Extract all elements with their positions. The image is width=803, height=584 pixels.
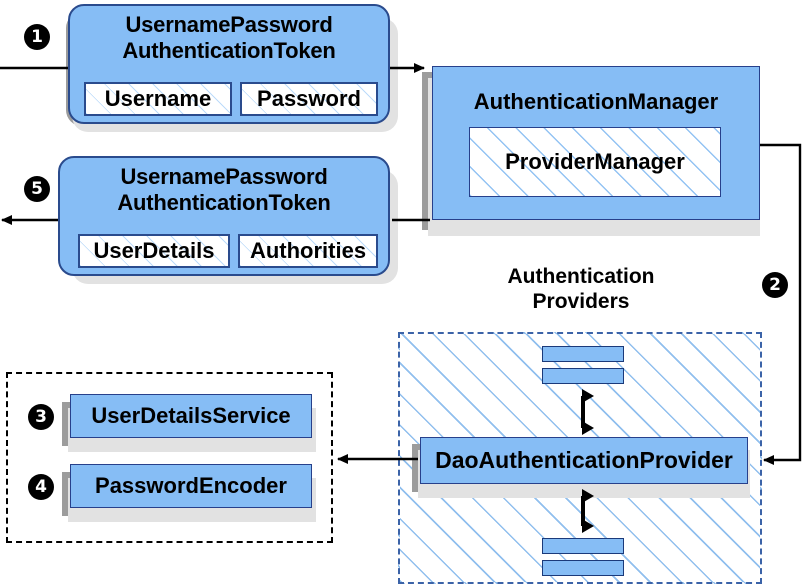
dao-authentication-provider-box[interactable]: DaoAuthenticationProvider — [420, 437, 748, 484]
response-token-title-line1: UsernamePassword — [120, 164, 328, 189]
request-token-card[interactable]: UsernamePassword AuthenticationToken Use… — [68, 4, 390, 124]
authentication-providers-label-line1: Authentication — [507, 265, 655, 288]
provider-stub-bottom-2[interactable] — [542, 560, 624, 576]
response-token-title-line2: AuthenticationToken — [117, 190, 331, 215]
step-bullet-5: 5 — [24, 176, 50, 202]
request-token-title: UsernamePassword AuthenticationToken — [70, 12, 388, 64]
authentication-providers-label-line2: Providers — [532, 290, 630, 313]
response-token-authorities-slot[interactable]: Authorities — [238, 234, 378, 268]
step-bullet-4: 4 — [28, 474, 54, 500]
provider-stub-top-1[interactable] — [542, 346, 624, 362]
user-details-service-box[interactable]: UserDetailsService — [70, 394, 312, 438]
provider-stub-top-2[interactable] — [542, 368, 624, 384]
password-encoder-box[interactable]: PasswordEncoder — [70, 464, 312, 508]
request-token-password-slot[interactable]: Password — [240, 82, 378, 116]
authentication-manager-title: AuthenticationManager — [473, 89, 719, 114]
step-bullet-2: 2 — [762, 272, 788, 298]
step-bullet-1: 1 — [24, 24, 50, 50]
provider-stub-bottom-1[interactable] — [542, 538, 624, 554]
authentication-manager-box[interactable]: AuthenticationManager ProviderManager — [432, 66, 760, 220]
response-token-card[interactable]: UsernamePassword AuthenticationToken Use… — [58, 156, 390, 276]
response-token-userdetails-slot[interactable]: UserDetails — [78, 234, 230, 268]
wire-manager-to-provider — [760, 143, 802, 465]
request-token-title-line1: UsernamePassword — [125, 12, 333, 37]
request-token-title-line2: AuthenticationToken — [122, 38, 336, 63]
response-token-title: UsernamePassword AuthenticationToken — [60, 164, 388, 216]
step-bullet-3: 3 — [28, 404, 54, 430]
request-token-username-slot[interactable]: Username — [84, 82, 232, 116]
authentication-providers-label: Authentication Providers — [470, 264, 692, 314]
provider-manager-box[interactable]: ProviderManager — [469, 127, 721, 197]
